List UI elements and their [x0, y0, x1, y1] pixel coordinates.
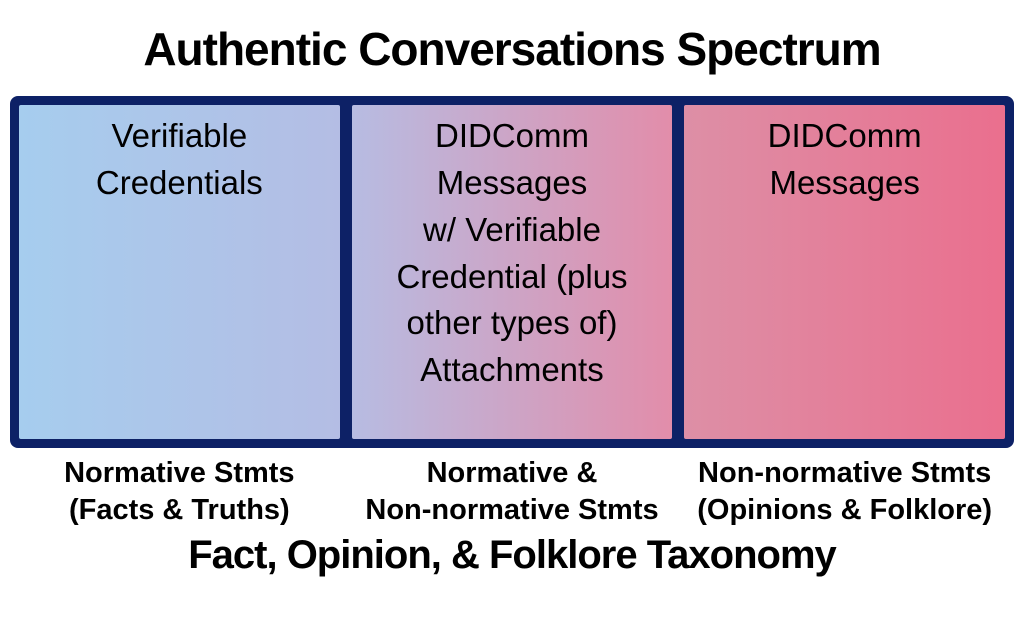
label-normative-and-non-normative-stmts: Normative & Non-normative Stmts	[365, 457, 659, 527]
spectrum-box-verifiable-credentials: Verifiable Credentials	[19, 105, 340, 439]
diagram-title: Authentic Conversations Spectrum	[143, 23, 881, 75]
spectrum-frame: Verifiable Credentials DIDComm Messages …	[10, 96, 1014, 448]
spectrum-box-didcomm-with-vc: DIDComm Messages w/ Verifiable Credentia…	[351, 105, 673, 439]
box-label-didcomm-messages: DIDComm Messages	[767, 117, 922, 201]
box-label-didcomm-with-vc: DIDComm Messages w/ Verifiable Credentia…	[396, 117, 628, 389]
taxonomy-labels-row: Normative Stmts (Facts & Truths) Normati…	[10, 455, 1014, 529]
spectrum-box-didcomm-messages: DIDComm Messages	[684, 105, 1006, 439]
taxonomy-title: Fact, Opinion, & Folklore Taxonomy	[188, 533, 837, 578]
label-non-normative-stmts: Non-normative Stmts (Opinions & Folklore…	[697, 457, 993, 527]
box-label-verifiable-credentials: Verifiable Credentials	[95, 117, 263, 201]
label-normative-stmts: Normative Stmts (Facts & Truths)	[64, 457, 295, 527]
